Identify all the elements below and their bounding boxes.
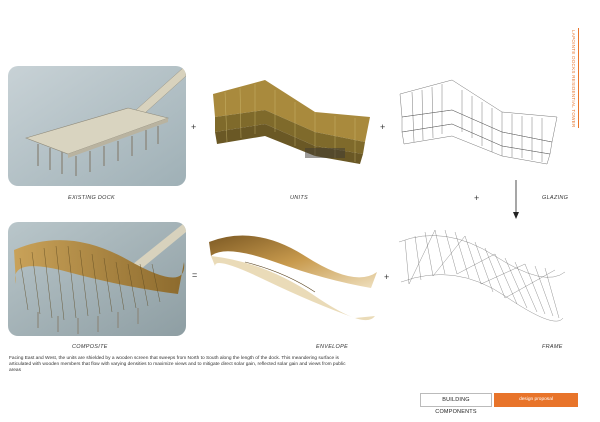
description-text: Facing East and West, the units are shie…: [9, 356, 349, 375]
caption-frame: FRAME: [542, 344, 563, 350]
section-tag: design proposal: [494, 393, 578, 407]
caption-envelope: ENVELOPE: [316, 344, 348, 350]
glazing-render: [392, 72, 562, 172]
plus-operator-3: +: [474, 193, 479, 203]
plus-operator-2: +: [380, 122, 385, 132]
caption-composite: COMPOSITE: [72, 344, 108, 350]
plus-operator-1: +: [191, 122, 196, 132]
plus-operator-4: +: [384, 272, 389, 282]
equals-operator: =: [192, 270, 197, 280]
vertical-title: LAPOINTE DOCKS RESIDENTIAL TOWER: [568, 30, 578, 122]
caption-glazing: GLAZING: [542, 195, 568, 201]
existing-dock-render: [8, 66, 186, 186]
units-render: [205, 72, 375, 172]
vertical-rule: [578, 28, 579, 128]
caption-existing-dock: EXISTING DOCK: [68, 195, 115, 201]
caption-units: UNITS: [290, 195, 308, 201]
composite-render: [8, 222, 186, 336]
envelope-render: [205, 222, 380, 332]
frame-render: [395, 222, 567, 332]
down-arrow-icon: [512, 180, 520, 220]
section-label: BUILDING COMPONENTS: [420, 393, 492, 407]
